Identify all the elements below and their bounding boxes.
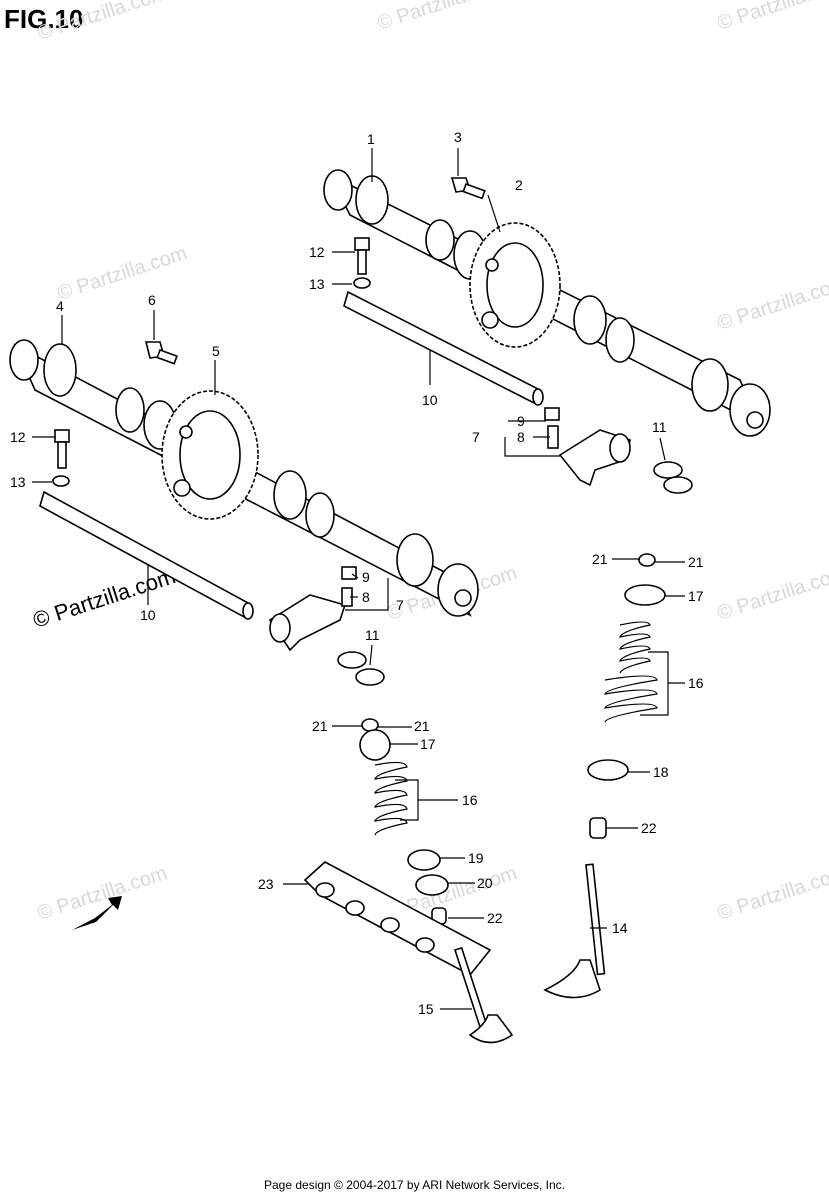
callout-21-left-a: 21: [312, 718, 328, 734]
spring-seat-18: [587, 759, 629, 781]
callout-14: 14: [612, 920, 628, 936]
callout-8-upper: 8: [517, 429, 525, 445]
callout-22-left: 22: [487, 910, 503, 926]
spring-16-right: [604, 621, 658, 723]
callout-11-lower: 11: [365, 627, 380, 643]
callout-21-right-b: 21: [688, 554, 704, 570]
watermark: © Partzilla.com: [55, 242, 190, 305]
callout-5: 5: [212, 343, 220, 359]
callout-9-lower: 9: [362, 569, 370, 585]
callout-7-lower: 7: [396, 597, 404, 613]
callout-16-right: 16: [688, 675, 704, 691]
rocker-arm-lower: [268, 566, 357, 652]
cotter-21-right: [638, 553, 656, 567]
rocker-arm-upper: [544, 407, 631, 487]
bolt-12-lower: [54, 429, 70, 469]
bolt-3: [450, 177, 486, 200]
valve-15: [453, 946, 514, 1044]
callout-19: 19: [468, 850, 484, 866]
leader-lines: [32, 148, 685, 1010]
callout-8-lower: 8: [362, 589, 370, 605]
copyright-footer: Page design © 2004-2017 by ARI Network S…: [263, 1178, 565, 1192]
callout-10-lower: 10: [140, 607, 156, 623]
washer-20: [415, 874, 449, 896]
washer-13-lower: [52, 475, 70, 487]
callout-16-left: 16: [462, 792, 478, 808]
sprocket-lower: [161, 390, 259, 520]
head-plate-23: [303, 861, 492, 977]
bolt-6: [144, 341, 178, 365]
callout-21-right-a: 21: [592, 551, 608, 567]
callout-labels: 1 2 3 4 5 6 7 7 8 8 9 9 10 10 11 11 12 1…: [10, 129, 704, 1017]
callout-6: 6: [148, 292, 156, 308]
callout-22-right: 22: [641, 820, 657, 836]
washer-13-upper: [353, 277, 371, 289]
callout-3: 3: [454, 129, 462, 145]
callout-23: 23: [258, 876, 274, 892]
seal-22-right: [589, 817, 607, 839]
cotter-21-left: [361, 718, 379, 732]
retainer-17-left: [359, 729, 391, 761]
sprocket-upper: [469, 222, 561, 348]
watermark-main: © Partzilla.com: [30, 563, 179, 633]
spring-seat-19: [407, 849, 441, 871]
callout-12-upper: 12: [309, 244, 325, 260]
watermark: © Partzilla.com: [715, 862, 829, 925]
callout-7-upper: 7: [472, 429, 480, 445]
callout-13-lower: 13: [10, 474, 26, 490]
callout-11-upper: 11: [652, 419, 667, 435]
watermark-layer: © Partzilla.com © Partzilla.com © Partzi…: [30, 0, 829, 925]
watermark: © Partzilla.com: [715, 0, 829, 35]
callout-2: 2: [515, 177, 523, 193]
retainer-17-right: [624, 584, 666, 606]
watermark: © Partzilla.com: [35, 0, 170, 45]
callout-12-lower: 12: [10, 429, 26, 445]
callout-10-upper: 10: [422, 392, 438, 408]
tappet-11-upper: [653, 461, 693, 494]
callout-17-right: 17: [688, 588, 704, 604]
callout-13-upper: 13: [309, 276, 325, 292]
figure-title: FIG.10: [4, 4, 84, 34]
watermark: © Partzilla.com: [715, 562, 829, 625]
callout-21-left-b: 21: [414, 718, 430, 734]
callout-4: 4: [56, 298, 64, 314]
callout-15: 15: [418, 1001, 434, 1017]
watermark: © Partzilla.com: [715, 272, 829, 335]
callout-9-upper: 9: [517, 413, 525, 429]
callout-18: 18: [653, 764, 669, 780]
callout-1: 1: [367, 131, 375, 147]
spring-16-left: [374, 761, 408, 836]
callout-20: 20: [477, 875, 493, 891]
tappet-11-lower: [337, 651, 385, 686]
watermark: © Partzilla.com: [375, 0, 510, 35]
valve-14: [543, 863, 606, 999]
bolt-12-upper: [354, 237, 370, 275]
callout-17-left: 17: [420, 736, 436, 752]
